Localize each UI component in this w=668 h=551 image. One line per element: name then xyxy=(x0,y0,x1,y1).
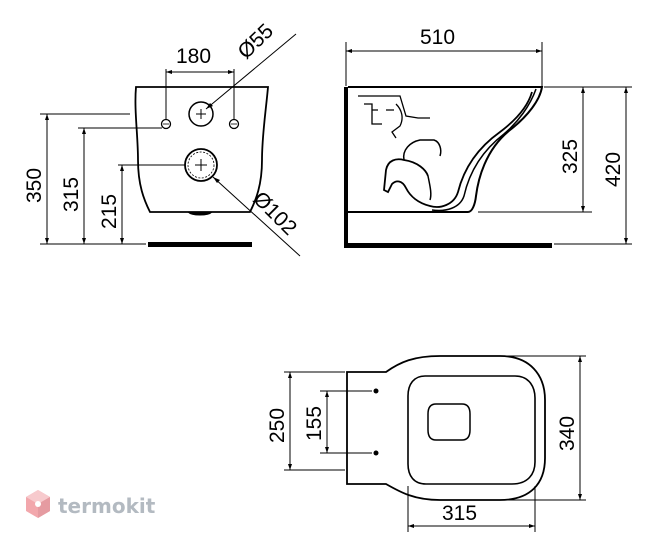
top-view-bowl xyxy=(427,403,471,441)
top-bolt-hole-upper xyxy=(373,388,379,394)
front-view-bracket xyxy=(186,211,214,216)
upper-hole xyxy=(188,101,214,127)
dim-bowl-depth: 325 xyxy=(559,139,582,174)
dim-base-length: 315 xyxy=(442,502,477,525)
dim-bolt-spacing: 155 xyxy=(303,406,326,441)
front-view-outline xyxy=(134,86,269,213)
dim-overall-height: 420 xyxy=(602,152,625,187)
side-view-wall xyxy=(344,87,348,247)
top-view: 250 155 340 315 xyxy=(266,355,586,532)
termokit-logo: termokit xyxy=(26,490,156,518)
dim-upper-hole-diameter: Ø55 xyxy=(233,19,278,63)
side-view: 510 325 420 xyxy=(344,26,632,248)
dim-bolt-height: 315 xyxy=(60,177,83,212)
front-view: 180 Ø55 350 315 215 Ø102 xyxy=(23,19,301,257)
dim-drain-diameter: Ø102 xyxy=(248,187,301,240)
dim-side-hole-spacing: 180 xyxy=(176,45,211,68)
top-view-outline xyxy=(346,355,546,501)
logo-mark-icon xyxy=(26,490,50,518)
top-bolt-hole-lower xyxy=(373,450,379,456)
dim-mount-width: 250 xyxy=(266,408,289,443)
side-view-outline xyxy=(348,86,544,213)
dim-total-height: 350 xyxy=(23,168,46,203)
top-view-rim xyxy=(407,375,536,485)
dim-drain-height: 215 xyxy=(98,194,121,229)
front-view-floor xyxy=(148,242,252,247)
side-view-floor xyxy=(344,243,552,248)
dim-bowl-width: 340 xyxy=(556,416,579,451)
logo-text: termokit xyxy=(58,494,156,518)
side-view-bowl xyxy=(383,91,533,208)
dim-length: 510 xyxy=(420,26,455,49)
